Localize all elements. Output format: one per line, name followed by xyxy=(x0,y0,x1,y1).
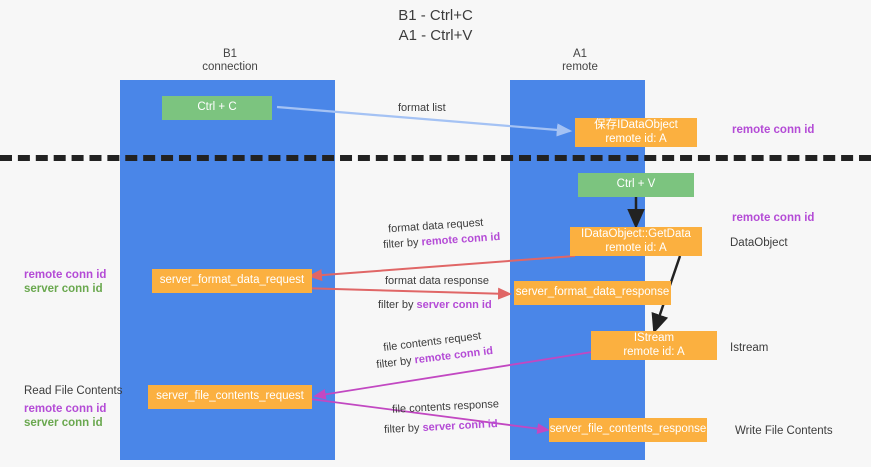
box-ctrl-v[interactable]: Ctrl + V xyxy=(578,173,694,197)
box-save-dataobject-line1: 保存IDataObject xyxy=(594,119,678,131)
box-ctrl-c-label: Ctrl + C xyxy=(197,101,237,114)
right-label-remote-conn-id-2: remote conn id xyxy=(732,212,815,224)
box-getdata-line2: remote id: A xyxy=(605,241,667,254)
title-line-2: A1 - Ctrl+V xyxy=(398,27,473,44)
title-line-1: B1 - Ctrl+C xyxy=(398,7,473,24)
box-getdata[interactable]: IDataObject::GetData remote id: A xyxy=(570,227,702,256)
box-server-format-data-request-label: server_format_data_request xyxy=(159,274,305,287)
label-format-data-response-filter: filter by server conn id xyxy=(378,298,492,312)
right-label-dataobject: DataObject xyxy=(730,237,788,249)
right-label-write-file-contents: Write File Contents xyxy=(735,425,833,437)
lane-header-a1: A1 remote xyxy=(545,48,615,74)
left-label-server-conn-id-2: server conn id xyxy=(24,417,103,429)
box-ctrl-c[interactable]: Ctrl + C xyxy=(162,96,272,120)
box-istream[interactable]: IStream remote id: A xyxy=(591,331,717,360)
page-title: B1 - Ctrl+C A1 - Ctrl+V xyxy=(0,6,871,46)
filter-prefix: filter by xyxy=(375,354,416,372)
filter-key-remote-conn-id: remote conn id xyxy=(421,230,501,249)
lane-header-b1-name: B1 xyxy=(222,48,238,60)
filter-prefix: filter by xyxy=(383,421,423,436)
box-server-file-contents-response[interactable]: server_file_contents_response xyxy=(549,418,707,442)
filter-key-server-conn-id: server conn id xyxy=(422,418,498,434)
box-server-format-data-response[interactable]: server_format_data_response xyxy=(514,281,671,305)
box-server-file-contents-request[interactable]: server_file_contents_request xyxy=(148,385,312,409)
phase-divider xyxy=(0,155,871,161)
box-save-dataobject-line2: remote id: A xyxy=(605,132,667,145)
box-istream-line1: IStream xyxy=(633,332,675,344)
label-format-list: format list xyxy=(398,102,446,114)
filter-key-server-conn-id: server conn id xyxy=(416,299,492,311)
box-getdata-line1: IDataObject::GetData xyxy=(581,228,691,240)
lane-header-b1: B1 connection xyxy=(150,48,310,74)
left-label-server-conn-id: server conn id xyxy=(24,283,103,295)
box-server-format-data-request[interactable]: server_format_data_request xyxy=(152,269,312,293)
filter-prefix: filter by xyxy=(378,299,417,311)
lane-header-b1-sub: connection xyxy=(202,61,258,73)
right-label-istream: Istream xyxy=(730,342,769,354)
label-format-data-response: format data response xyxy=(385,275,489,287)
filter-prefix: filter by xyxy=(382,236,422,252)
box-istream-line2: remote id: A xyxy=(623,345,685,358)
left-label-remote-conn-id-2: remote conn id xyxy=(24,403,107,415)
label-file-contents-response: file contents response xyxy=(391,398,500,416)
left-label-read-file-contents: Read File Contents xyxy=(24,385,123,397)
box-server-file-contents-response-label: server_file_contents_response xyxy=(549,423,707,436)
left-label-remote-conn-id: remote conn id xyxy=(24,269,107,281)
box-save-dataobject[interactable]: 保存IDataObject remote id: A xyxy=(575,118,697,147)
lane-header-a1-name: A1 xyxy=(572,48,588,60)
right-label-remote-conn-id: remote conn id xyxy=(732,124,815,136)
label-file-contents-response-filter: filter by server conn id xyxy=(384,417,498,437)
box-server-format-data-response-label: server_format_data_response xyxy=(515,286,670,299)
lane-header-a1-sub: remote xyxy=(562,61,598,73)
box-ctrl-v-label: Ctrl + V xyxy=(616,178,656,191)
box-server-file-contents-request-label: server_file_contents_request xyxy=(156,390,304,403)
